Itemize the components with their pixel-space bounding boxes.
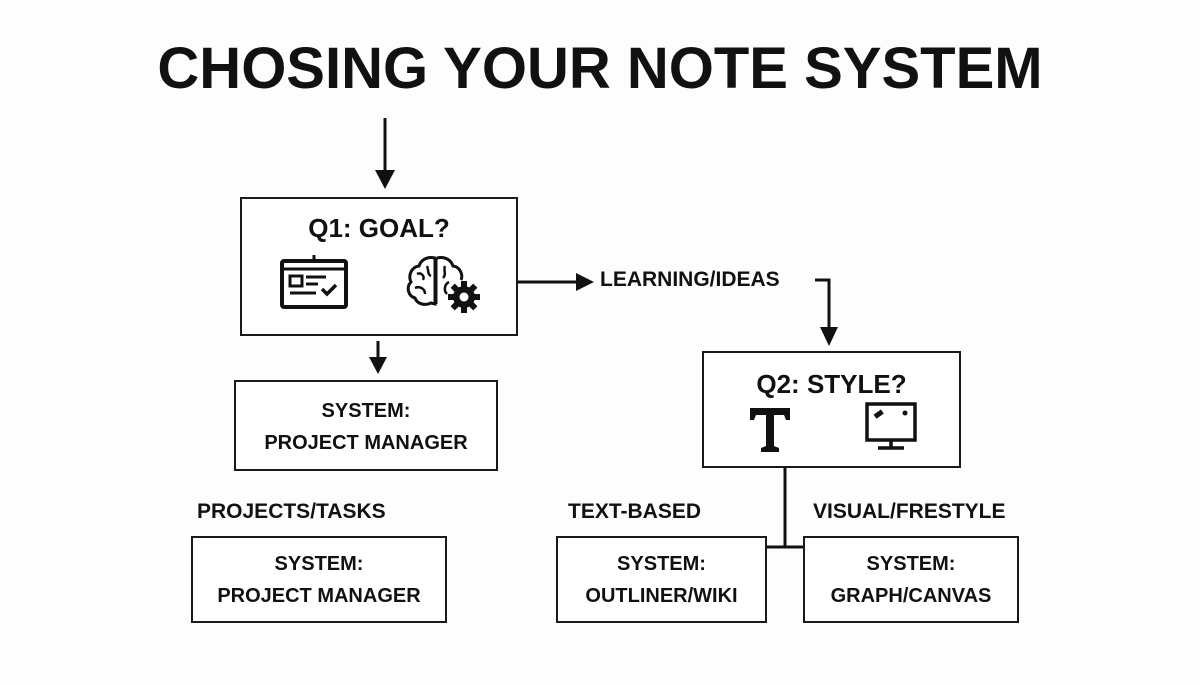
arrow-q1-to-learning <box>576 273 594 291</box>
q1-title: Q1: GOAL? <box>308 213 450 243</box>
branch-label-text-based: TEXT-BASED <box>568 500 702 523</box>
brain-gear-icon <box>406 256 480 313</box>
q1-goal-box: Q1: GOAL? <box>240 197 518 336</box>
system-project-manager-box-top: SYSTEM: PROJECT MANAGER <box>234 380 498 471</box>
system-label: SYSTEM: <box>321 400 411 422</box>
system-label: SYSTEM: <box>617 553 706 575</box>
system-graph-canvas-box: SYSTEM: GRAPH/CANVAS <box>803 536 1019 623</box>
q2-style-box: Q2: STYLE? <box>702 351 961 468</box>
arrow-title-to-q1 <box>375 170 395 189</box>
task-board-icon <box>280 255 348 309</box>
text-t-icon <box>750 408 790 452</box>
monitor-canvas-icon <box>865 402 917 450</box>
q2-title: Q2: STYLE? <box>756 369 907 399</box>
branch-label-learning-ideas: LEARNING/IDEAS <box>600 268 780 291</box>
system-name: PROJECT MANAGER <box>217 585 421 607</box>
system-label: SYSTEM: <box>866 553 956 575</box>
system-name: PROJECT MANAGER <box>264 432 468 454</box>
branch-label-visual-freestyle: VISUAL/FRESTYLE <box>813 500 1006 523</box>
system-name: GRAPH/CANVAS <box>830 585 992 607</box>
system-outliner-wiki-box: SYSTEM: OUTLINER/WIKI <box>556 536 767 623</box>
system-name: OUTLINER/WIKI <box>585 585 738 607</box>
page-title: CHOSING YOUR NOTE SYSTEM <box>157 36 1043 101</box>
branch-label-projects-tasks: PROJECTS/TASKS <box>197 500 386 523</box>
arrow-q1-to-pm <box>369 357 387 374</box>
system-label: SYSTEM: <box>274 553 364 575</box>
arrow-learning-to-q2 <box>820 327 838 346</box>
system-project-manager-box-bottom: SYSTEM: PROJECT MANAGER <box>191 536 447 623</box>
